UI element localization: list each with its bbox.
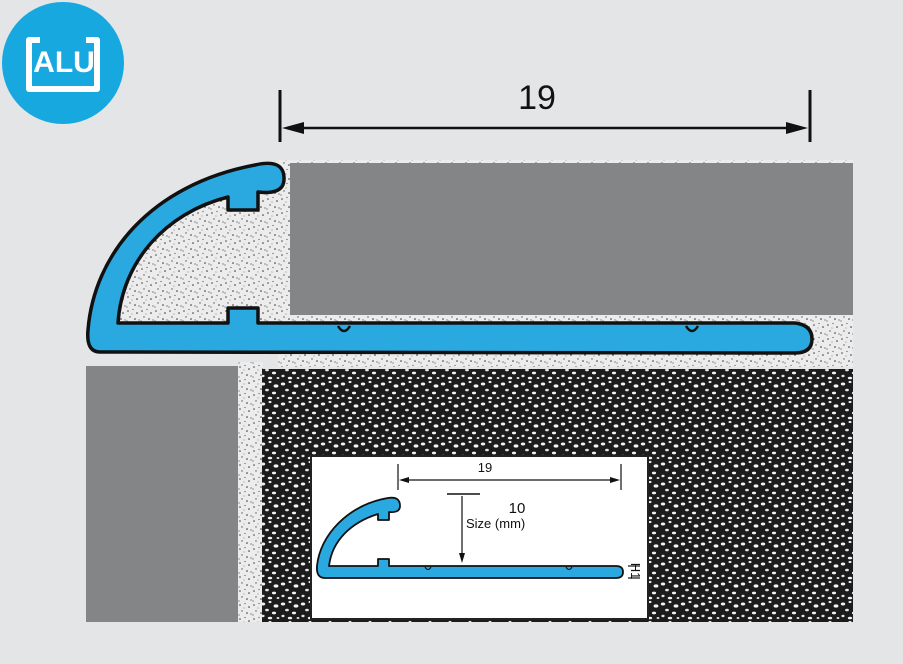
badge-circle [2,2,124,124]
badge-label: ALU [33,46,95,79]
inset-notch-2 [565,566,573,571]
alu-badge [2,2,124,124]
main-dimension-value: 19 [518,79,556,117]
inset-width-value: 19 [477,460,493,475]
size-text: Size [466,516,492,531]
inset-thickness-label: H1 [628,562,643,580]
inset-arrow-right [610,477,620,483]
inset-height-arrow [459,553,465,563]
dim-arrow-right [786,122,808,134]
dim-arrow-left [282,122,304,134]
profile-notch-1 [336,325,352,333]
top-tile [290,163,853,315]
adhesive-vertical [238,362,263,622]
trim-profile [86,161,814,355]
size-unit: (mm) [494,516,526,531]
bracket-icon [26,37,100,92]
main-dimension [278,90,812,142]
inset-notch-1 [424,566,432,571]
inset-size-label: Size (mm) [466,516,525,532]
inset-height-value: 10 [508,500,526,517]
inset-profile [316,496,624,579]
side-tile [86,366,238,622]
inset-arrow-left [399,477,409,483]
profile-notch-2 [684,325,700,333]
inset-box [310,455,649,620]
inset-diagram [310,455,649,620]
